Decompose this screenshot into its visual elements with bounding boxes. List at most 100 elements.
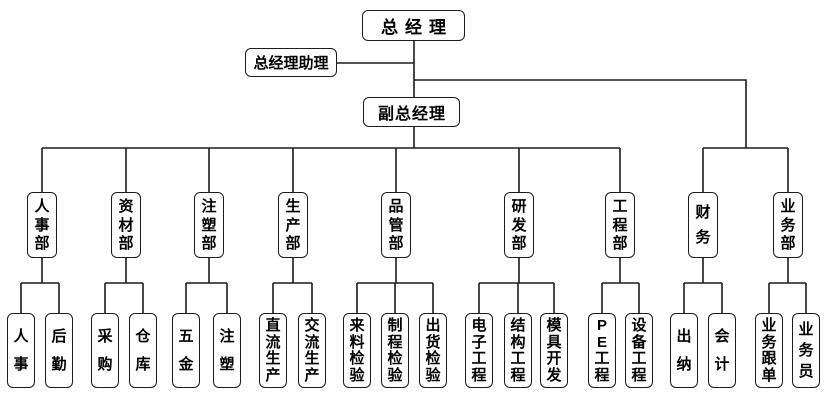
node-dept-rnd: 研发部 [504, 192, 534, 258]
vertical-char: 务 [695, 229, 711, 246]
vertical-char: 备 [631, 333, 647, 351]
vertical-char: 会 [714, 328, 730, 345]
vertical-char: 检 [425, 350, 441, 368]
vertical-char: 工 [471, 350, 487, 368]
vertical-char: 部 [612, 235, 628, 253]
vertical-char: 纳 [676, 356, 692, 373]
node-unit-personnel: 人事 [7, 313, 35, 388]
vertical-char: 工 [631, 350, 647, 368]
node-unit-molding: 注塑 [213, 313, 241, 388]
node-unit-outgoing-inspection: 出货检验 [419, 313, 447, 388]
vertical-char: 生 [265, 350, 281, 368]
vertical-char: 部 [780, 235, 796, 253]
vertical-char: 仓 [135, 328, 151, 345]
vertical-char: 料 [349, 333, 365, 351]
vertical-char: 财 [695, 204, 711, 221]
node-gm-assistant: 总经理助理 [245, 48, 337, 77]
node-unit-process-inspection: 制程检验 [381, 313, 409, 388]
vertical-char: 出 [425, 316, 441, 334]
vertical-char: 出 [676, 328, 692, 345]
node-unit-equipment-engineering: 设备工程 [625, 313, 653, 388]
vertical-char: 工 [612, 197, 628, 215]
vertical-char: 验 [387, 367, 403, 385]
vertical-char: 来 [349, 316, 365, 334]
node-general-manager: 总经理 [362, 10, 465, 41]
node-unit-incoming-inspection: 来料检验 [343, 313, 371, 388]
vertical-char: 开 [546, 350, 562, 368]
vertical-char: 程 [471, 367, 487, 385]
vertical-char: 塑 [219, 356, 235, 373]
vertical-char: 程 [612, 216, 628, 234]
vertical-char: 部 [118, 235, 134, 253]
node-unit-ac-production: 交流生产 [298, 313, 326, 388]
vertical-char: 业 [761, 316, 777, 334]
vertical-char: 具 [546, 333, 562, 351]
vertical-char: 勤 [51, 356, 67, 373]
vertical-char: 模 [546, 316, 562, 334]
node-unit-salesperson: 业务员 [792, 313, 820, 388]
vertical-char: 交 [304, 316, 320, 334]
node-unit-electronic-engineering: 电子工程 [465, 313, 493, 388]
node-unit-accounting: 会计 [708, 313, 736, 388]
vertical-char: 采 [97, 328, 113, 345]
vertical-char: 后 [51, 328, 67, 345]
vertical-char: 制 [387, 316, 403, 334]
vertical-char: 货 [425, 333, 441, 351]
node-unit-dc-production: 直流生产 [259, 313, 287, 388]
vertical-char: 设 [631, 316, 647, 334]
node-dept-quality: 品管部 [381, 192, 411, 258]
node-dept-business: 业务部 [773, 192, 803, 258]
vertical-char: 工 [594, 350, 610, 368]
vertical-char: 部 [201, 235, 217, 253]
vertical-char: 工 [510, 350, 526, 368]
vertical-char: 材 [118, 216, 134, 234]
node-unit-logistics: 后勤 [45, 313, 73, 388]
vertical-char: 部 [285, 235, 301, 253]
vertical-char: 塑 [201, 216, 217, 234]
node-dept-production: 生产部 [278, 192, 308, 258]
vertical-char: 检 [387, 350, 403, 368]
vertical-char: 务 [761, 333, 777, 351]
vertical-char: 构 [510, 333, 526, 351]
vertical-char: 注 [201, 197, 217, 215]
node-deputy-general-manager: 副总经理 [363, 97, 460, 127]
vertical-char: 事 [13, 356, 29, 373]
node-unit-order-follow-up: 业务跟单 [755, 313, 783, 388]
vertical-char: 验 [425, 367, 441, 385]
node-dept-engineering: 工程部 [605, 192, 635, 258]
node-unit-hardware: 五金 [172, 313, 200, 388]
vertical-char: E [596, 333, 607, 351]
node-dept-finance: 财务 [688, 192, 718, 258]
node-unit-purchasing: 采购 [91, 313, 119, 388]
vertical-char: 资 [118, 197, 134, 215]
vertical-char: 程 [594, 367, 610, 385]
vertical-char: 结 [510, 316, 526, 334]
vertical-char: 部 [34, 235, 50, 253]
vertical-char: 流 [304, 333, 320, 351]
vertical-char: 程 [631, 367, 647, 385]
vertical-char: 验 [349, 367, 365, 385]
vertical-char: 发 [546, 367, 562, 385]
vertical-char: 子 [471, 333, 487, 351]
vertical-char: 单 [761, 367, 777, 385]
vertical-char: 电 [471, 316, 487, 334]
node-unit-structural-engineering: 结构工程 [504, 313, 532, 388]
node-unit-mold-development: 模具开发 [540, 313, 568, 388]
vertical-char: 产 [304, 367, 320, 385]
node-dept-materials: 资材部 [111, 192, 141, 258]
vertical-char: 跟 [761, 350, 777, 368]
vertical-char: 生 [304, 350, 320, 368]
node-unit-warehouse: 仓库 [129, 313, 157, 388]
node-general-manager-label: 总经理 [381, 18, 453, 37]
vertical-char: 研 [511, 197, 527, 215]
vertical-char: 发 [511, 216, 527, 234]
node-dept-hr: 人事部 [27, 192, 57, 258]
vertical-char: 事 [34, 216, 50, 234]
vertical-char: 程 [510, 367, 526, 385]
node-deputy-general-manager-label: 副总经理 [377, 106, 446, 123]
vertical-char: 产 [285, 216, 301, 234]
vertical-char: 业 [798, 321, 814, 338]
vertical-char: 务 [780, 216, 796, 234]
